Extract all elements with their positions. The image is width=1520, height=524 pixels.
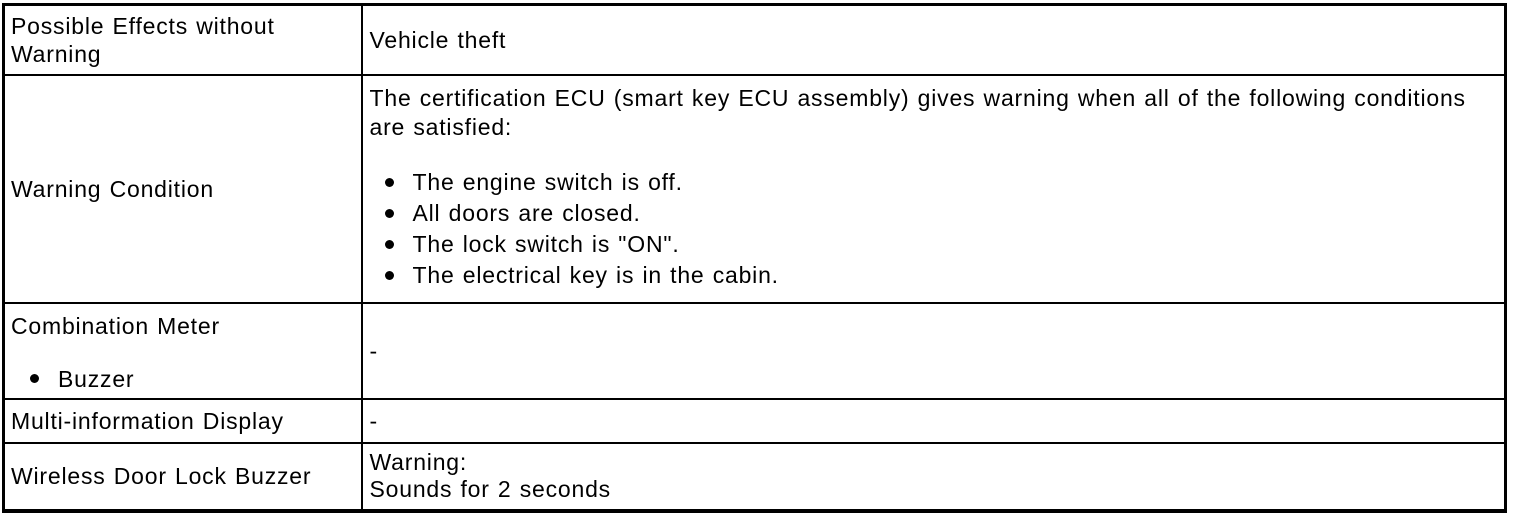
wireless-door-lock-buzzer-value-cell: Warning: Sounds for 2 seconds [360,441,1507,512]
value-text: - [369,337,378,364]
intro-line: The certification ECU (smart key ECU ass… [369,84,1466,111]
multi-information-display-label-cell: Multi-information Display [2,397,363,444]
condition-bullet-item: The electrical key is in the cabin. [370,260,1499,291]
row-possible-effects: Possible Effects without Warning Vehicle… [2,3,1507,76]
combination-meter-bullet-list: Buzzer [11,365,355,393]
condition-intro: The certification ECU (smart key ECU ass… [370,84,1499,142]
label-text: Combination Meter [11,312,220,339]
combination-meter-label-cell: Combination Meter Buzzer [2,301,363,400]
label-line: Possible Effects without [11,12,275,39]
value-text: Vehicle theft [369,26,507,53]
value-line: Sounds for 2 seconds [369,476,611,502]
label-bullet-item: Buzzer [11,365,355,393]
warning-condition-value-cell: The certification ECU (smart key ECU ass… [360,73,1507,304]
combination-meter-value-cell: - [360,301,1507,400]
condition-bullet-list: The engine switch is off. All doors are … [370,167,1499,291]
label-text: Warning Condition [11,175,214,202]
label-text: Multi-information Display [11,407,284,434]
value-lines: Warning: Sounds for 2 seconds [370,449,1499,503]
possible-effects-value-cell: Vehicle theft [360,3,1507,76]
row-warning-condition: Warning Condition The certification ECU … [2,73,1507,304]
condition-bullet-item: The engine switch is off. [370,167,1499,198]
condition-bullet-item: The lock switch is "ON". [370,229,1499,260]
value-text: - [369,407,378,434]
warning-condition-label-cell: Warning Condition [2,73,363,304]
wireless-door-lock-buzzer-label-cell: Wireless Door Lock Buzzer [2,441,363,512]
row-wireless-door-lock-buzzer: Wireless Door Lock Buzzer Warning: Sound… [2,441,1507,512]
intro-line: are satisfied: [369,113,513,140]
condition-bullet-item: All doors are closed. [370,198,1499,229]
warning-spec-table: Possible Effects without Warning Vehicle… [2,3,1507,513]
row-combination-meter: Combination Meter Buzzer - [2,301,1507,400]
label-text: Wireless Door Lock Buzzer [11,463,312,489]
possible-effects-label-cell: Possible Effects without Warning [2,3,363,76]
row-multi-information-display: Multi-information Display - [2,397,1507,444]
multi-information-display-value-cell: - [360,397,1507,444]
value-line: Warning: [369,449,468,475]
label-line: Warning [11,40,102,67]
